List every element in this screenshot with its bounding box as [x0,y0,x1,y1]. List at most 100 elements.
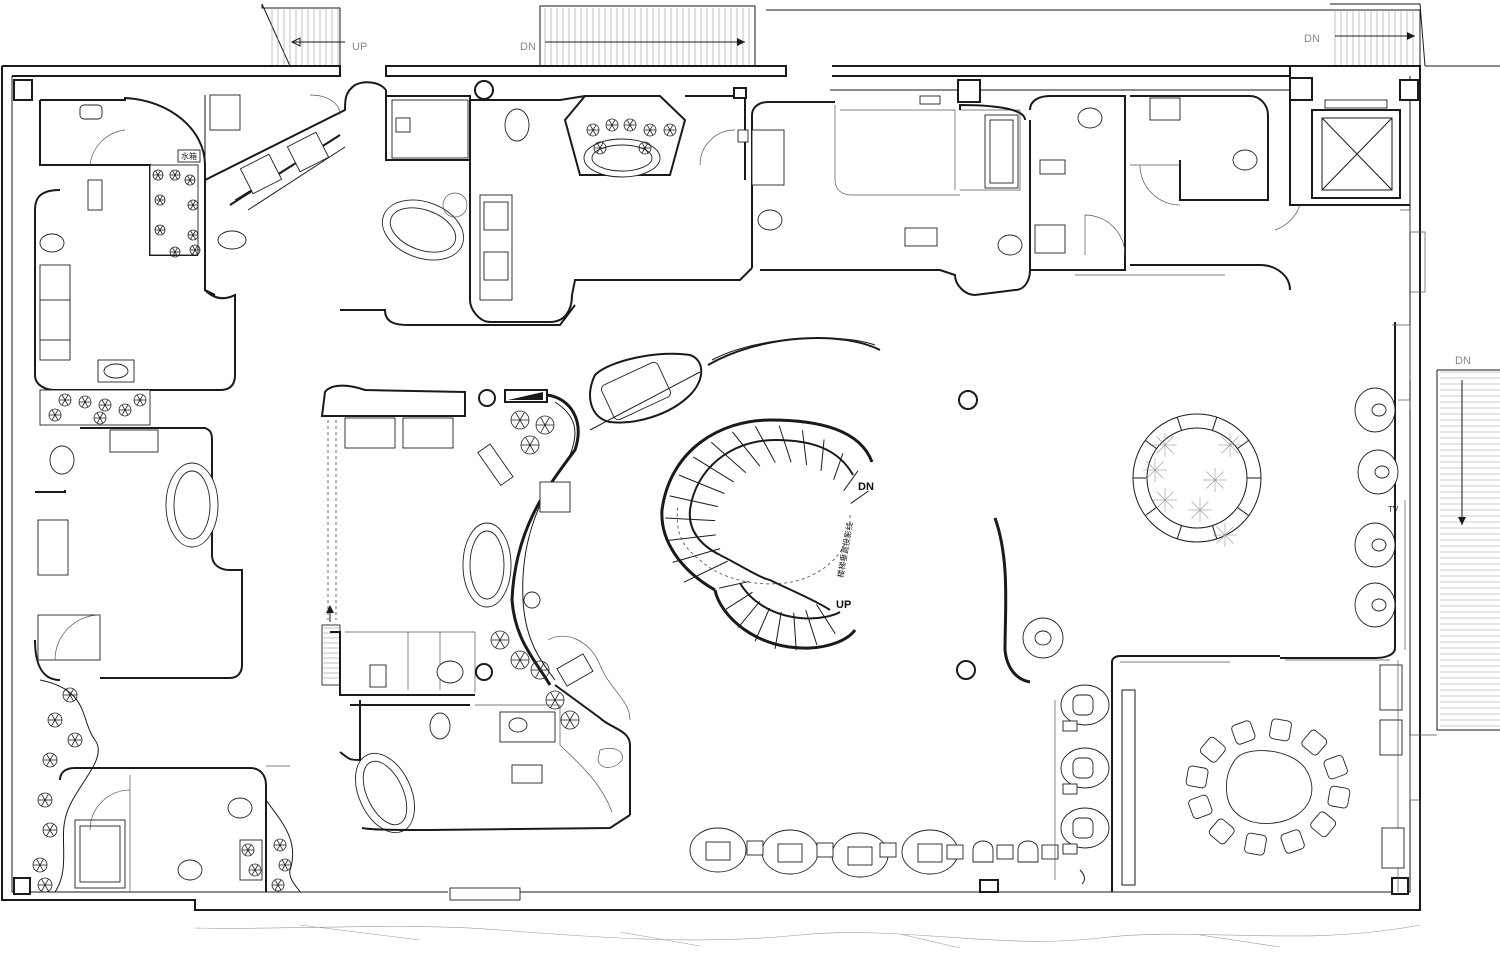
plant-spoke [159,229,163,235]
plant-spoke [279,844,284,851]
top-left-suite: 水箱 [34,94,247,391]
spiral-tread [754,607,771,642]
plant-spoke [64,394,69,401]
plant-spoke [49,823,54,831]
plant-spoke [629,124,634,131]
plant-spoke [544,424,550,433]
spiral-tread [669,495,719,508]
spiral-tread [850,490,869,504]
plant-spoke [641,147,646,154]
plant-spoke [646,129,651,136]
plant-spoke [284,859,289,866]
plant-spoke [192,234,196,240]
right-stair: DN [1425,65,1500,731]
plant-spoke [157,199,161,205]
side-table [1062,843,1078,855]
plant-spoke [284,864,289,871]
plant-spoke [535,669,541,678]
plant-spoke [569,719,575,728]
plant-spoke [187,175,191,181]
chair-detail [777,843,803,863]
plant-spoke [46,823,51,831]
plant-spoke [157,195,161,201]
tv-label: TV [1388,505,1399,514]
side-table [746,840,764,856]
spiral-tread [805,609,818,646]
plant-spoke [1164,499,1174,509]
plant-spoke [565,712,571,721]
plant-spoke [81,396,86,403]
plant-spoke [187,179,191,185]
plant-spoke [569,712,575,721]
spiral-label-dn: DN [858,481,874,493]
plant-spoke [279,839,284,846]
plant-spoke [276,839,281,846]
spiral-tread [754,425,776,463]
plant-spoke [589,129,594,136]
plant-spoke [84,396,89,403]
plant-spoke [1221,444,1231,454]
plant-spoke [101,399,106,406]
plant-spoke [192,249,196,255]
plant-spoke [565,719,571,728]
plant-spoke [1214,479,1224,489]
plant-spoke [540,417,546,426]
small-box-label: 水箱 [181,151,197,161]
plant-spoke [194,249,198,255]
plant-spoke [124,404,129,411]
plant-spoke [540,424,546,433]
plant-spoke [666,124,671,131]
plant-spoke [49,829,54,837]
dining-chair [1323,755,1348,780]
plant-spoke [1214,471,1224,481]
plant-spoke [554,692,560,701]
plant-spoke [189,175,193,181]
spiral-projection-note: 楼梯垂直投影线 [835,521,855,578]
side-table [996,844,1014,860]
plant-spoke [1216,534,1226,544]
plant-spoke [1229,436,1239,446]
plant-spoke [550,699,556,708]
plant-spoke [157,225,161,231]
spiral-tread [778,425,792,463]
chair-detail [1072,817,1094,839]
plant-spoke [281,859,286,866]
plant-spoke [1229,444,1239,454]
spiral-staircase: DN UP 楼梯垂直投影线 [660,418,874,651]
top-right-suites [750,95,1426,297]
plant-spoke [74,739,79,747]
plant-spoke [104,404,109,411]
plant-spoke [159,199,163,205]
plant-spoke [1199,501,1209,511]
dining-chair [1327,785,1351,809]
dining-chair [1269,718,1292,742]
spiral-tread [665,517,716,522]
plant-spoke [172,251,176,257]
central-curves [589,337,1064,684]
dining-chair [1185,765,1209,789]
plant-spoke [535,662,541,671]
plant-spoke [46,753,51,761]
dining-chair [1199,736,1226,763]
plant-spoke [1154,461,1164,471]
sofa-divider [1237,439,1250,450]
plant-spoke [529,444,535,453]
plant-spoke [666,129,671,136]
plant-spoke [499,632,505,641]
chair-detail [1072,757,1094,779]
top-right-stair: DN [766,3,1426,67]
plant-spoke [1206,471,1216,481]
plant-spoke [136,394,141,401]
plant-spoke [554,699,560,708]
plant-spoke [66,694,71,702]
spiral-tread [816,604,836,635]
plant-spoke [81,401,86,408]
plant-spoke [157,170,161,176]
sofa-divider [1144,506,1157,517]
plant-spoke [54,409,59,416]
plant-spoke [157,229,161,235]
plant-spoke [96,412,101,419]
plant-spoke [121,404,126,411]
spiral-tread [725,591,753,610]
